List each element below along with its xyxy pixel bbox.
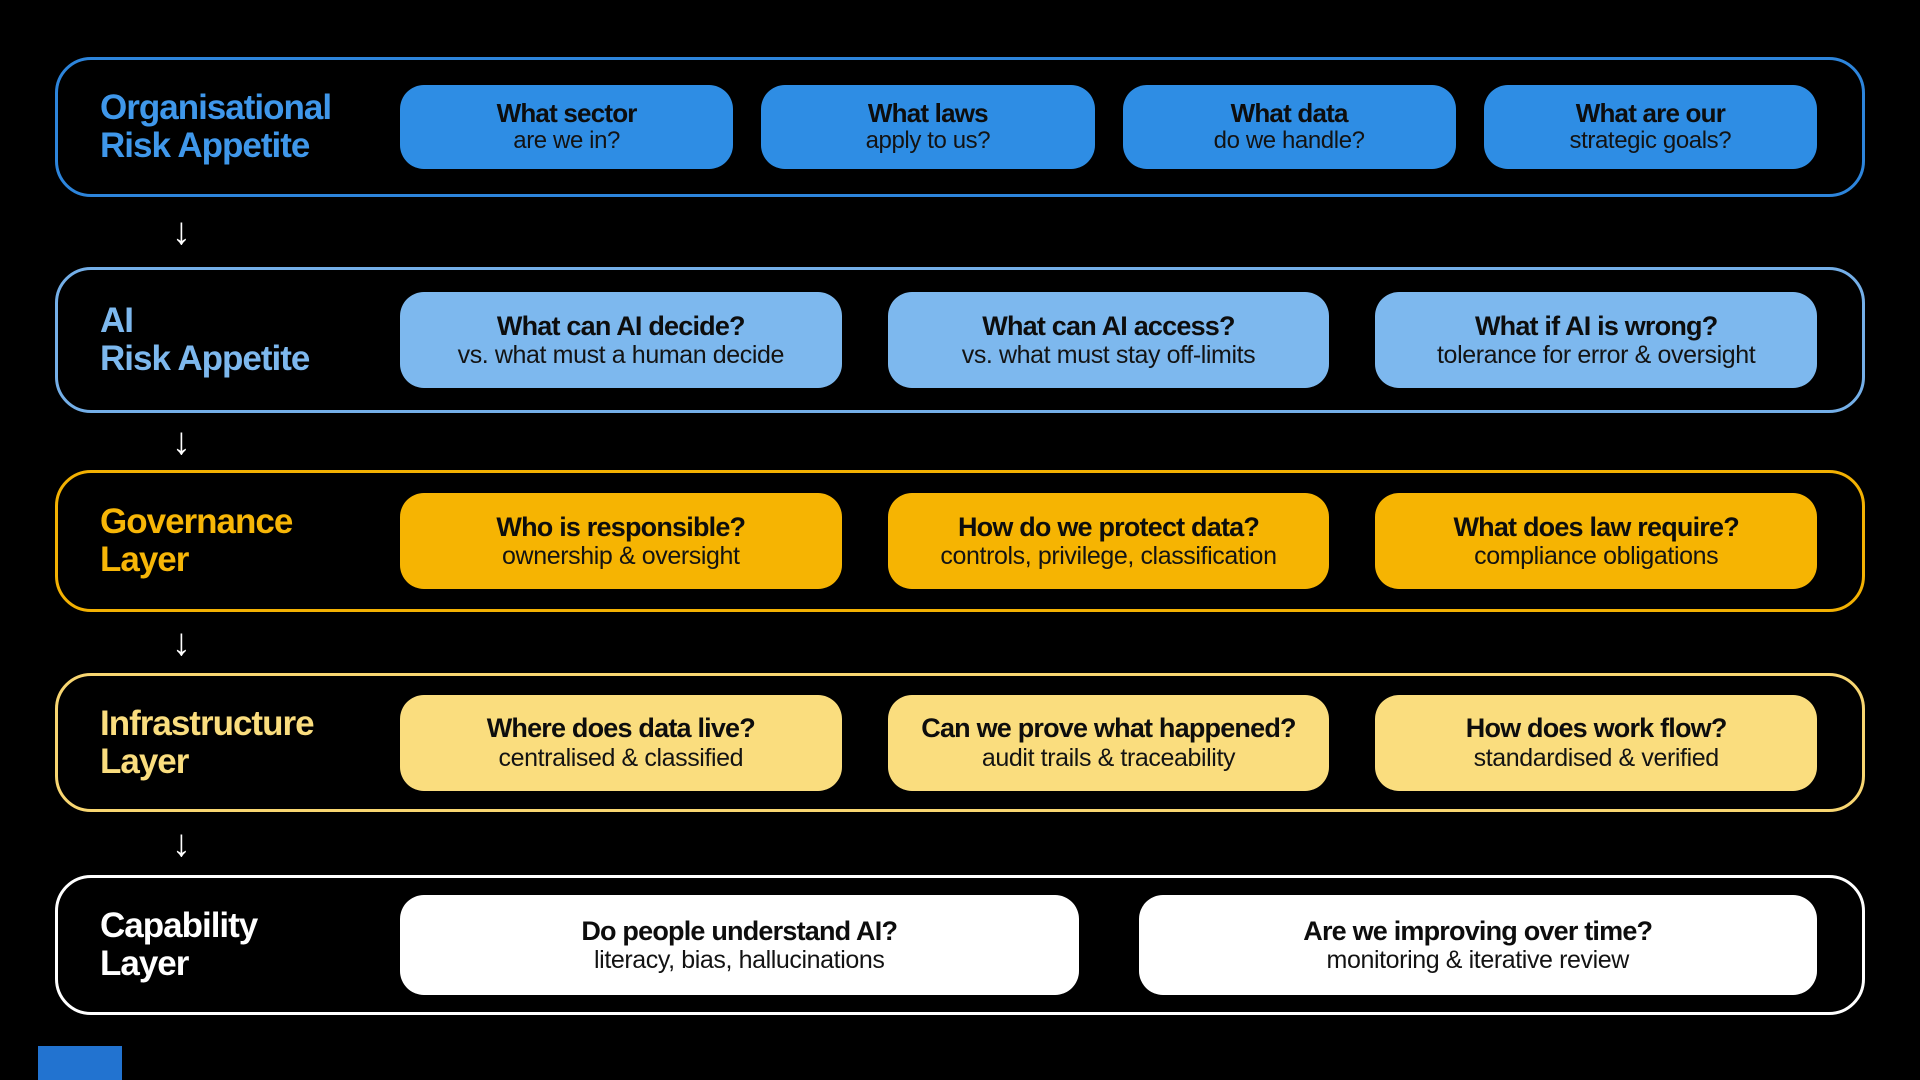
label-line: Layer	[100, 741, 189, 781]
card-group: Who is responsible? ownership & oversigh…	[400, 493, 1818, 589]
flow-arrow-row: ↓	[0, 812, 1920, 875]
card-title: What are our	[1575, 98, 1726, 128]
card-subtitle: strategic goals?	[1569, 127, 1732, 155]
question-card: How do we protect data? controls, privil…	[887, 493, 1330, 589]
question-card: Do people understand AI? literacy, bias,…	[400, 895, 1079, 995]
question-card: What are our strategic goals?	[1483, 85, 1817, 169]
flow-arrow-row: ↓	[0, 612, 1920, 673]
label-line: Layer	[100, 944, 189, 983]
layer-organisational-risk-appetite: Organisational Risk Appetite What sector…	[55, 57, 1865, 197]
bottom-accent-bar	[38, 1046, 122, 1080]
question-card: Can we prove what happened? audit trails…	[887, 694, 1330, 791]
card-subtitle: vs. what must a human decide	[457, 341, 785, 370]
label-line: Infrastructure	[100, 703, 315, 743]
question-card: What does law require? compliance obliga…	[1375, 493, 1818, 589]
card-subtitle: ownership & oversight	[502, 542, 740, 571]
card-title: How do we protect data?	[957, 511, 1260, 542]
card-subtitle: do we handle?	[1213, 127, 1365, 155]
flow-arrow-row: ↓	[0, 413, 1920, 470]
layer-label-capability: Capability Layer	[100, 907, 400, 983]
question-card: Who is responsible? ownership & oversigh…	[400, 493, 842, 589]
question-card: What data do we handle?	[1122, 85, 1456, 169]
card-subtitle: vs. what must stay off-limits	[961, 341, 1256, 370]
card-title: What can AI access?	[982, 310, 1235, 341]
card-group: What sector are we in? What laws apply t…	[400, 85, 1817, 169]
layer-infrastructure: Infrastructure Layer Where does data liv…	[55, 673, 1865, 812]
down-arrow-icon: ↓	[172, 211, 191, 253]
card-title: Are we improving over time?	[1303, 915, 1653, 946]
card-subtitle: are we in?	[513, 127, 620, 155]
question-card: What can AI access? vs. what must stay o…	[887, 292, 1330, 388]
card-subtitle: literacy, bias, hallucinations	[594, 946, 885, 975]
card-title: What can AI decide?	[496, 310, 746, 341]
question-card: What if AI is wrong? tolerance for error…	[1375, 292, 1818, 388]
layer-capability: Capability Layer Do people understand AI…	[55, 875, 1865, 1015]
card-title: What does law require?	[1453, 511, 1739, 542]
down-arrow-icon: ↓	[172, 420, 191, 463]
layer-label-ai-risk-appetite: AI Risk Appetite	[100, 302, 400, 378]
question-card: What laws apply to us?	[761, 85, 1095, 169]
label-line: Risk Appetite	[100, 339, 310, 378]
label-line: Organisational	[100, 88, 332, 128]
card-title: Where does data live?	[486, 713, 756, 744]
layer-label-infrastructure: Infrastructure Layer	[100, 703, 400, 781]
card-group: Where does data live? centralised & clas…	[400, 694, 1818, 791]
card-title: Do people understand AI?	[581, 915, 898, 946]
card-subtitle: tolerance for error & oversight	[1437, 341, 1756, 370]
question-card: How does work flow? standardised & verif…	[1375, 694, 1818, 791]
card-title: What data	[1230, 98, 1349, 128]
card-subtitle: centralised & classified	[498, 743, 744, 772]
question-card: What can AI decide? vs. what must a huma…	[400, 292, 842, 388]
card-subtitle: apply to us?	[865, 127, 991, 155]
card-title: Can we prove what happened?	[921, 713, 1296, 744]
question-card: What sector are we in?	[400, 85, 734, 169]
layer-governance: Governance Layer Who is responsible? own…	[55, 470, 1865, 612]
card-subtitle: monitoring & iterative review	[1326, 946, 1630, 975]
card-group: What can AI decide? vs. what must a huma…	[400, 292, 1818, 388]
down-arrow-icon: ↓	[172, 621, 191, 664]
down-arrow-icon: ↓	[172, 822, 191, 865]
card-subtitle: controls, privilege, classification	[940, 542, 1277, 571]
label-line: Risk Appetite	[100, 126, 310, 165]
card-subtitle: compliance obligations	[1474, 542, 1719, 571]
label-line: Layer	[100, 540, 189, 579]
label-line: Governance	[100, 502, 293, 542]
card-title: What laws	[867, 98, 989, 128]
card-title: What sector	[496, 98, 638, 128]
label-line: Capability	[100, 906, 258, 946]
label-line: AI	[100, 301, 134, 341]
layer-ai-risk-appetite: AI Risk Appetite What can AI decide? vs.…	[55, 267, 1865, 413]
question-card: Are we improving over time? monitoring &…	[1138, 895, 1817, 995]
card-title: How does work flow?	[1465, 713, 1728, 744]
layer-label-governance: Governance Layer	[100, 503, 400, 579]
card-subtitle: standardised & verified	[1473, 743, 1720, 772]
card-group: Do people understand AI? literacy, bias,…	[400, 895, 1817, 995]
layer-label-organisational-risk-appetite: Organisational Risk Appetite	[100, 89, 400, 165]
card-title: What if AI is wrong?	[1474, 310, 1718, 341]
card-title: Who is responsible?	[496, 511, 746, 542]
question-card: Where does data live? centralised & clas…	[400, 694, 842, 791]
flow-arrow-row: ↓	[0, 197, 1920, 267]
card-subtitle: audit trails & traceability	[981, 743, 1236, 772]
